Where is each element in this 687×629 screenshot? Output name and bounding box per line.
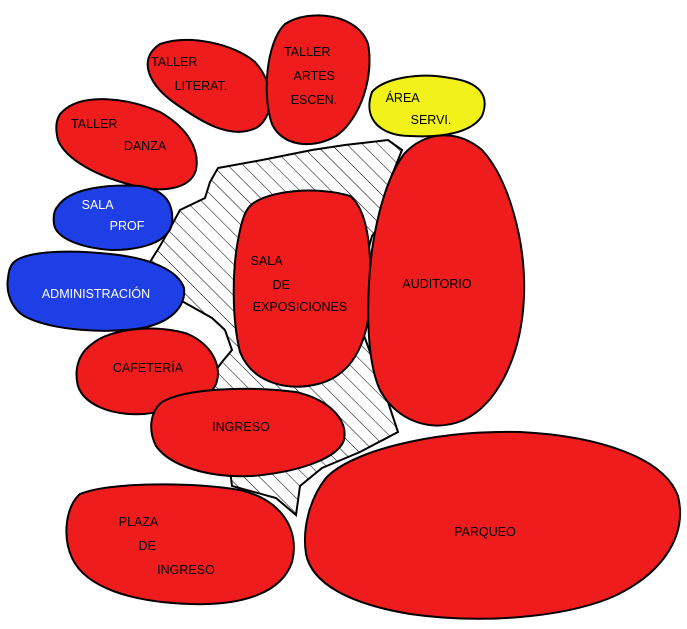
zone-plaza-de-ingreso: PLAZA DE INGRESO — [65, 483, 295, 606]
zone-cafeteria-label: CAFETERÍA — [113, 360, 184, 375]
zone-parqueo: PARQUEO — [304, 430, 681, 620]
zone-auditorio-label: AUDITORIO — [402, 277, 471, 291]
zone-parqueo-shape — [304, 430, 681, 620]
zone-plaza-de-ingreso-line-3: INGRESO — [157, 563, 215, 577]
zone-taller-artes-escen-line-1: TALLER — [284, 45, 330, 59]
zone-taller-danza-label: TALLER DANZA — [71, 117, 167, 153]
zone-ingreso-shape — [150, 387, 346, 478]
zone-area-servi-line-2: SERVI. — [411, 113, 452, 127]
zone-ingreso-line-1: INGRESO — [212, 420, 270, 434]
zone-administracion: ADMINISTRACIÓN — [6, 250, 186, 332]
zone-taller-artes-escen-line-3: ESCEN. — [291, 93, 338, 107]
zone-area-servi-shape — [368, 74, 486, 138]
zone-parqueo-line-1: PARQUEO — [454, 525, 516, 539]
zone-plaza-de-ingreso-line-2: DE — [139, 539, 156, 553]
zone-taller-artes-escen-shape — [265, 14, 371, 146]
zone-sala-prof-label: SALA PROF — [82, 198, 145, 233]
zone-parqueo-label: PARQUEO — [454, 525, 516, 539]
zone-taller-danza-shape — [55, 98, 198, 191]
zone-ingreso-label: INGRESO — [212, 420, 270, 434]
zone-sala-exposiciones-shape — [232, 189, 372, 388]
zone-taller-literat: TALLER LITERAT. — [146, 39, 272, 133]
zone-sala-exposiciones-line-1: SALA — [251, 254, 284, 268]
zone-sala-prof: SALA PROF — [52, 184, 174, 252]
zone-taller-literat-shape — [146, 39, 272, 133]
zone-plaza-de-ingreso-label: PLAZA DE INGRESO — [119, 515, 215, 577]
zone-sala-prof-line-2: PROF — [110, 219, 145, 233]
zone-sala-exposiciones-line-2: DE — [273, 278, 290, 292]
zone-taller-artes-escen: TALLER ARTES ESCEN. — [265, 14, 371, 146]
zone-taller-literat-line-2: LITERAT. — [175, 79, 228, 93]
zone-area-servi-line-1: ÁREA — [386, 90, 421, 105]
zone-sala-prof-line-1: SALA — [82, 198, 115, 212]
zone-taller-literat-line-1: TALLER — [151, 55, 197, 69]
zone-sala-prof-shape — [52, 184, 174, 252]
zone-cafeteria-line-1: CAFETERÍA — [113, 360, 184, 375]
zone-taller-artes-escen-line-2: ARTES — [294, 69, 335, 83]
zone-taller-artes-escen-label: TALLER ARTES ESCEN. — [284, 45, 338, 107]
zone-sala-exposiciones-line-3: EXPOSICIONES — [253, 300, 347, 314]
zone-taller-danza: TALLER DANZA — [55, 98, 198, 191]
zone-plaza-de-ingreso-shape — [65, 483, 295, 606]
zone-taller-literat-label: TALLER LITERAT. — [151, 55, 227, 93]
zone-area-servi-label: ÁREA SERVI. — [386, 90, 452, 127]
zone-administracion-line-1: ADMINISTRACIÓN — [42, 286, 150, 301]
zone-taller-danza-line-2: DANZA — [124, 139, 167, 153]
zone-sala-exposiciones: SALA DE EXPOSICIONES — [232, 189, 372, 388]
zone-area-servi: ÁREA SERVI. — [368, 74, 486, 138]
zone-auditorio-shape — [367, 134, 526, 427]
zone-ingreso: INGRESO — [150, 387, 346, 478]
zone-plaza-de-ingreso-line-1: PLAZA — [119, 515, 159, 529]
zone-auditorio-line-1: AUDITORIO — [402, 277, 471, 291]
zone-sala-exposiciones-label: SALA DE EXPOSICIONES — [251, 254, 348, 314]
zone-auditorio: AUDITORIO — [367, 134, 526, 427]
zone-administracion-shape — [6, 250, 186, 332]
zone-taller-danza-line-1: TALLER — [71, 117, 117, 131]
zone-administracion-label: ADMINISTRACIÓN — [42, 286, 150, 301]
